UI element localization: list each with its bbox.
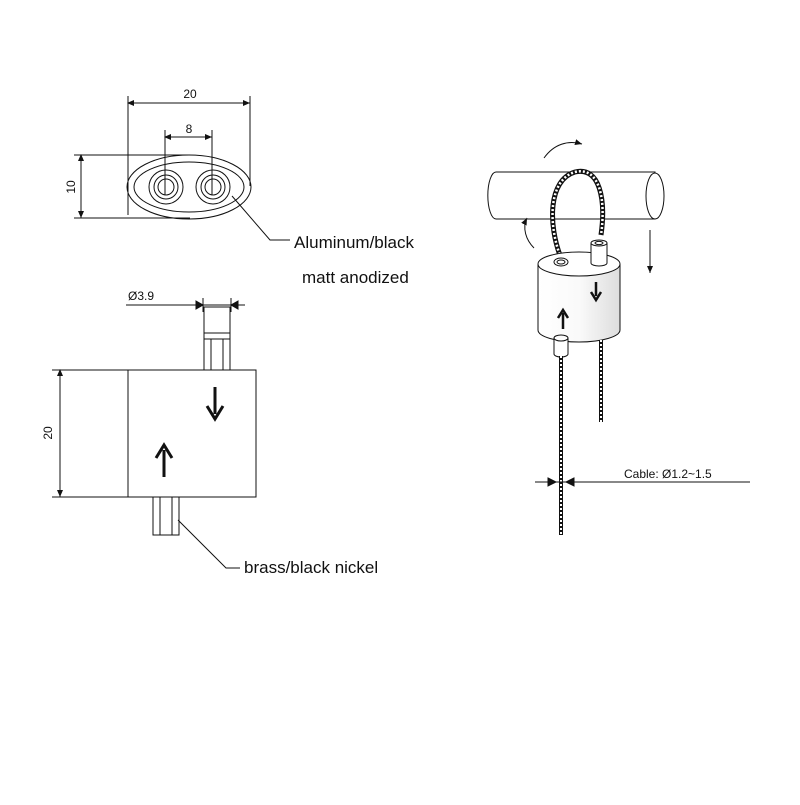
side-height-dimension (52, 369, 128, 498)
hole-spacing-dim-label: 8 (186, 122, 193, 136)
top-body-outline (126, 154, 252, 220)
material-label-line2: matt anodized (302, 268, 409, 287)
gripper-top-pin (590, 239, 608, 267)
cable-dimension (535, 477, 750, 487)
material-leader-line (231, 195, 290, 241)
gripper-up-arrow-icon (556, 307, 570, 329)
gripper-down-arrow-icon (589, 282, 603, 303)
height-dim-label: 10 (64, 180, 78, 194)
side-height-dim-label: 20 (41, 426, 55, 440)
width-dim-label: 20 (183, 87, 197, 101)
cable-loop (550, 168, 606, 259)
pin-leader-line (177, 519, 240, 569)
hole-spacing-dimension (164, 130, 213, 195)
pin-material-label: brass/black nickel (244, 558, 378, 577)
hole-left (148, 169, 184, 205)
rotation-arrow-icon (543, 139, 583, 159)
side-view (52, 298, 257, 569)
down-arrow-icon (205, 387, 225, 422)
material-label-line1: Aluminum/black (294, 233, 414, 252)
gripper-body (537, 251, 621, 343)
bottom-pin (152, 496, 180, 536)
hole-right (195, 169, 231, 205)
support-rod (487, 171, 665, 220)
top-pin (203, 306, 231, 371)
cable-diameter-label: Cable: Ø1.2~1.5 (624, 467, 712, 481)
up-arrow-icon (154, 442, 174, 477)
pin-diameter-label: Ø3.9 (128, 289, 154, 303)
pin-diameter-dimension (126, 298, 245, 312)
height-dimension (74, 154, 190, 219)
rotation-arrow-left-icon (521, 217, 535, 249)
side-body (127, 369, 257, 498)
perspective-view (487, 139, 750, 535)
top-view (74, 96, 290, 241)
gripper-bottom-pin (553, 334, 569, 358)
top-body-inner (133, 161, 245, 213)
